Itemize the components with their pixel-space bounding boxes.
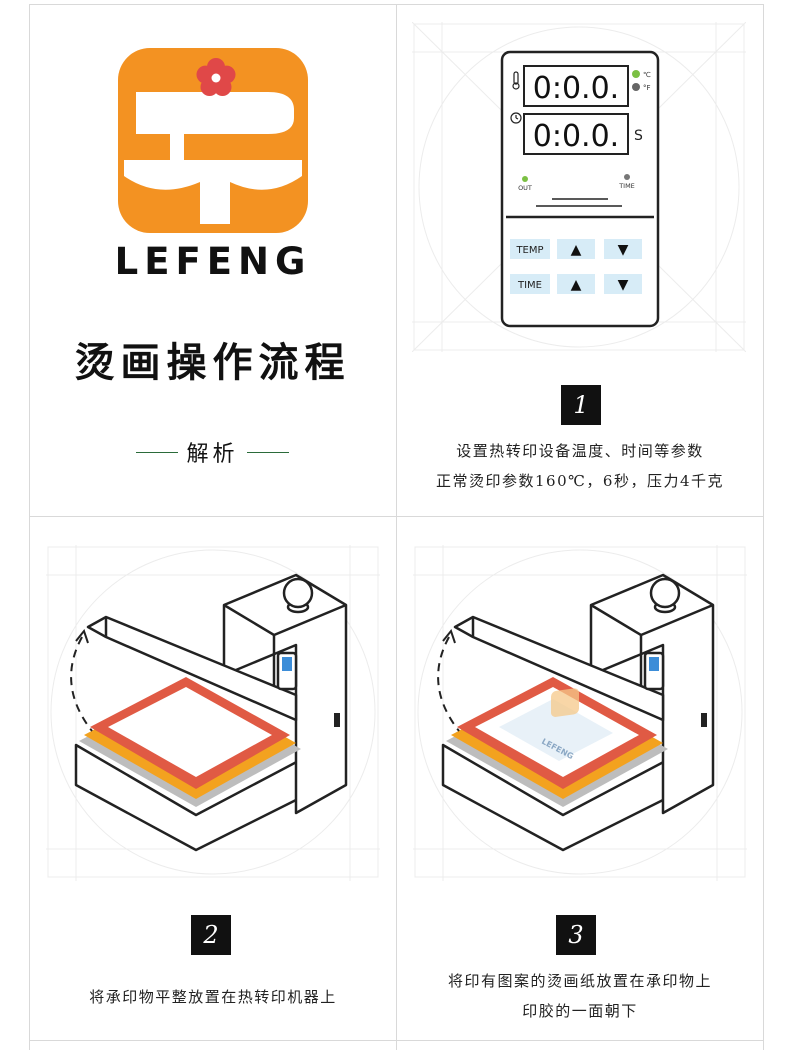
celsius-label: ℃ <box>643 71 651 79</box>
fahrenheit-label: °F <box>643 84 651 92</box>
out-label: OUT <box>518 184 532 192</box>
svg-text:TIME: TIME <box>517 280 542 291</box>
step-1-badge: 1 <box>561 385 601 425</box>
step-3-line-2: 印胶的一面朝下 <box>522 1002 638 1020</box>
temp-up-button[interactable]: ▲ <box>557 239 595 259</box>
fahrenheit-indicator <box>632 83 640 91</box>
heat-press-illustration-transfer: LEFENG <box>413 545 747 881</box>
subtitle-line-right <box>246 451 289 453</box>
up-arrow-icon: ▲ <box>571 242 582 258</box>
step-2-caption: 将承印物平整放置在热转印机器上 <box>30 982 396 1012</box>
step-3-line-1: 将印有图案的烫画纸放置在承印物上 <box>447 972 712 990</box>
step-2-badge: 2 <box>191 915 231 955</box>
control-panel-illustration: 0:0.0. 0:0.0. ℃ °F S OUT TIME TEMP ▲ ▼ T… <box>412 22 746 352</box>
down-arrow-icon: ▼ <box>618 277 629 293</box>
heat-press-illustration-empty <box>46 545 380 881</box>
clock-icon <box>510 112 522 124</box>
down-arrow-icon: ▼ <box>618 242 629 258</box>
up-arrow-icon: ▲ <box>571 277 582 293</box>
svg-text:TEMP: TEMP <box>515 245 543 256</box>
temp-button[interactable]: TEMP <box>510 239 550 259</box>
time-display-value: 0:0.0. <box>533 119 619 154</box>
grid-row-divider <box>29 516 764 517</box>
grid-left <box>29 4 30 1050</box>
step-1-line-2: 正常烫印参数160℃，6秒，压力4千克 <box>436 472 724 490</box>
page-title: 烫画操作流程 <box>74 339 351 386</box>
step-3-caption: 将印有图案的烫画纸放置在承印物上 印胶的一面朝下 <box>397 966 763 1026</box>
thermometer-icon <box>512 71 520 90</box>
time-up-button[interactable]: ▲ <box>557 274 595 294</box>
step-1-line-1: 设置热转印设备温度、时间等参数 <box>456 442 704 460</box>
seconds-unit: S <box>634 128 643 144</box>
step-3-badge: 3 <box>556 915 596 955</box>
subtitle-row: 解析 <box>40 436 385 468</box>
subtitle-line-left <box>136 451 179 453</box>
step-2-line-1: 将承印物平整放置在热转印机器上 <box>89 988 337 1006</box>
page-subtitle: 解析 <box>186 442 239 467</box>
time-indicator-label: TIME <box>618 182 635 190</box>
temp-display-value: 0:0.0. <box>533 71 619 106</box>
time-down-button[interactable]: ▼ <box>604 274 642 294</box>
time-display <box>523 113 629 155</box>
celsius-indicator <box>632 70 640 78</box>
grid-bottom <box>29 1040 764 1041</box>
brand-logo <box>118 48 308 233</box>
step-1-caption: 设置热转印设备温度、时间等参数 正常烫印参数160℃，6秒，压力4千克 <box>397 436 763 496</box>
temp-down-button[interactable]: ▼ <box>604 239 642 259</box>
time-indicator <box>624 174 630 180</box>
time-button[interactable]: TIME <box>510 274 550 294</box>
brand-name: LEFENG <box>114 240 312 283</box>
grid-right <box>763 4 764 1050</box>
temp-display <box>523 65 629 107</box>
out-indicator <box>522 176 528 182</box>
grid-center <box>396 4 397 1050</box>
